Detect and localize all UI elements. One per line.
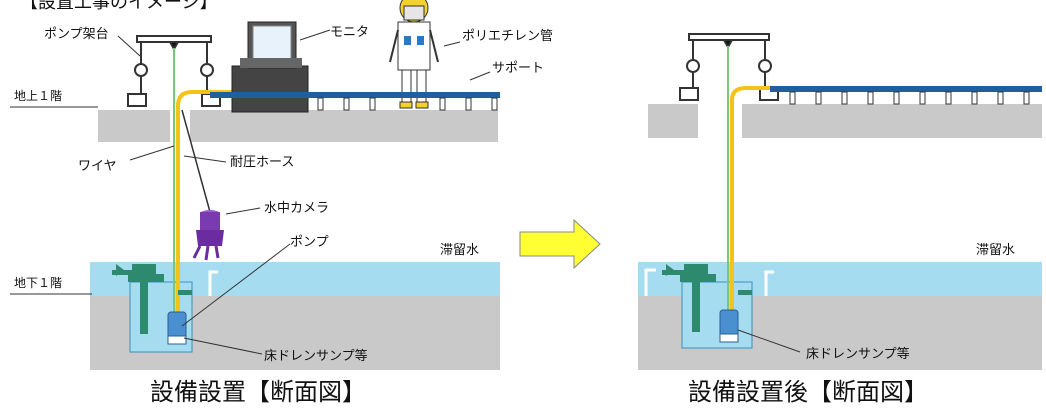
left-valve-assembly xyxy=(112,264,192,334)
label-pump-stand: ポンプ架台 xyxy=(44,27,109,42)
left-outlet-pipe xyxy=(208,270,218,296)
label-hose: 耐圧ホース xyxy=(230,155,294,170)
left-monitor xyxy=(231,21,309,113)
label-monitor: モニタ xyxy=(330,25,369,40)
caption-left: 設備設置【断面図】 xyxy=(150,378,366,406)
label-wire: ワイヤ xyxy=(78,159,117,174)
right-pe-pipe xyxy=(770,86,1042,92)
left-floor-below-label: 地下１階 xyxy=(14,275,62,290)
label-sump-right: 床ドレンサンプ等 xyxy=(806,346,910,362)
right-left-pipe xyxy=(644,268,656,296)
right-valve-assembly xyxy=(662,264,752,332)
left-pump-stand xyxy=(127,35,221,107)
label-pump: ポンプ xyxy=(290,235,329,250)
right-hose xyxy=(730,86,770,312)
left-pe-pipe xyxy=(210,92,500,98)
right-pipe-supports xyxy=(789,91,1030,105)
left-leader-lines xyxy=(117,29,491,355)
label-support: サポート xyxy=(492,61,544,76)
label-stagnant-water-left: 滞留水 xyxy=(440,243,479,258)
left-floor-slab-large xyxy=(190,110,498,142)
label-stagnant-water-right: 滞留水 xyxy=(976,243,1015,258)
left-submersible-pump xyxy=(167,311,187,345)
left-worker xyxy=(389,0,439,109)
right-submersible-pump xyxy=(719,309,739,343)
right-panel: 滞留水 床ドレンサンプ等 設備設置後【断面図】 xyxy=(638,33,1042,406)
right-floor-slab-large xyxy=(742,104,1042,138)
left-hose xyxy=(176,90,240,314)
left-camera-cable xyxy=(181,109,211,213)
left-pipe-supports xyxy=(317,97,498,111)
caption-right: 設備設置後【断面図】 xyxy=(688,378,928,406)
label-pe-pipe: ポリエチレン管 xyxy=(462,29,553,44)
label-sump-left: 床ドレンサンプ等 xyxy=(264,348,368,364)
header-title: 【設置工事のイメージ】 xyxy=(20,0,218,13)
left-panel: 地上１階 地下１階 xyxy=(10,0,601,406)
left-floor-slab-small xyxy=(98,110,170,142)
right-floor-slab-small xyxy=(648,104,698,138)
left-underwater-camera xyxy=(192,210,224,261)
right-sump-leader xyxy=(737,329,801,353)
transition-arrow xyxy=(519,218,601,270)
left-floor-above-label: 地上１階 xyxy=(14,88,62,103)
label-camera: 水中カメラ xyxy=(264,201,329,216)
right-outlet-pipe xyxy=(764,270,774,296)
